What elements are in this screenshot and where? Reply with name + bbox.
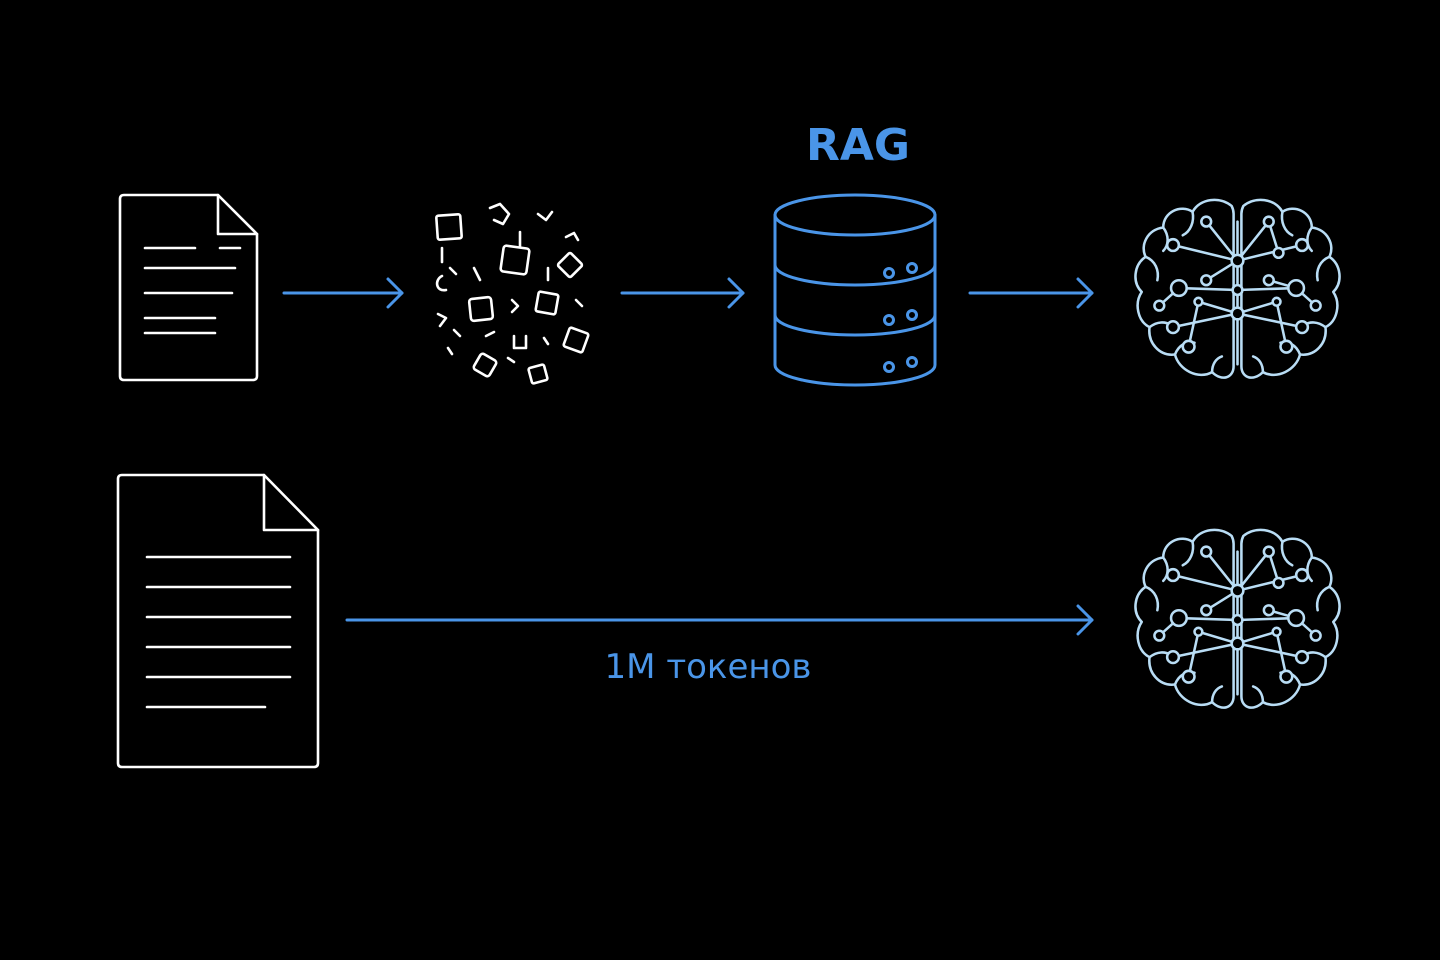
document-icon xyxy=(116,473,320,769)
arrow-right-icon xyxy=(968,277,1094,309)
brain-icon xyxy=(1134,528,1341,709)
tokens-label: 1M токенов xyxy=(605,647,812,687)
chunks-icon xyxy=(435,202,590,385)
database-icon xyxy=(773,193,937,387)
arrow-right-icon xyxy=(620,277,745,309)
document-icon xyxy=(118,193,259,382)
arrow-right-icon xyxy=(282,277,404,309)
brain-icon xyxy=(1134,198,1341,379)
rag-label: RAG xyxy=(806,120,910,171)
arrow-right-icon xyxy=(345,604,1094,636)
